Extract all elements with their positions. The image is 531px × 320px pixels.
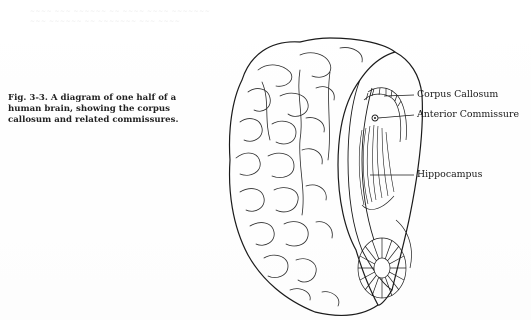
leader-line-anterior-commissure bbox=[378, 115, 414, 118]
leader-line-corpus-callosum bbox=[384, 95, 414, 96]
label-anterior-commissure: Anterior Commissure bbox=[417, 109, 519, 120]
label-corpus-callosum: Corpus Callosum bbox=[417, 89, 498, 100]
brain-gyri bbox=[236, 48, 362, 306]
figure-caption: Fig. 3-3. A diagram of one half of a hum… bbox=[8, 93, 223, 126]
brain-hemisphere bbox=[230, 38, 423, 315]
anterior-commissure-structure bbox=[372, 115, 378, 121]
caption-line: callosum and related commissures. bbox=[8, 115, 223, 126]
label-hippocampus: Hippocampus bbox=[417, 169, 482, 180]
caption-line: Fig. 3-3. A diagram of one half of a bbox=[8, 93, 223, 104]
caption-line: human brain, showing the corpus bbox=[8, 104, 223, 115]
cerebellum-section bbox=[358, 220, 411, 298]
leader-lines bbox=[370, 95, 414, 175]
